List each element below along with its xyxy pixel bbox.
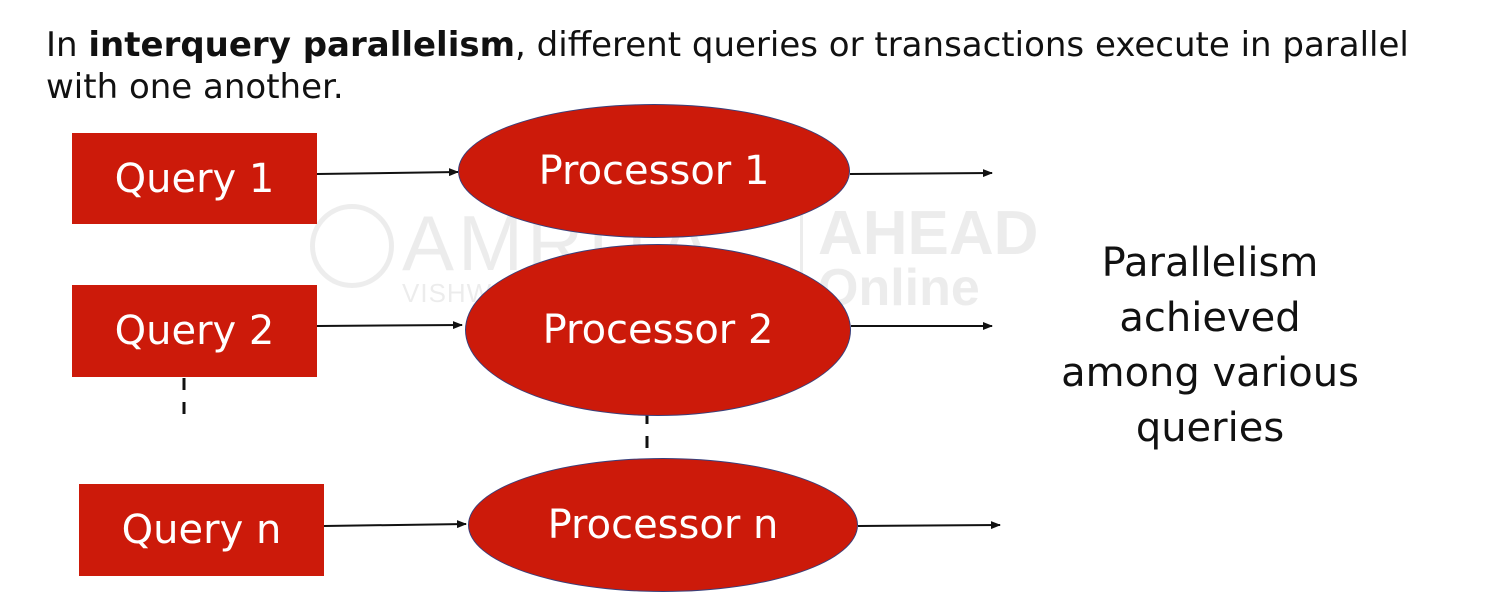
note-line: queries [1135, 405, 1285, 451]
arrow-processorn-out [857, 521, 1001, 530]
arrow-queryn-to-processorn [323, 520, 467, 529]
parallelism-note: Parallelism achieved among various queri… [1040, 236, 1380, 456]
watermark-brand: AHEAD [818, 199, 1039, 268]
university-seal-icon [310, 204, 394, 288]
note-line: among various [1061, 350, 1359, 396]
query-box-1: Query 1 [72, 133, 317, 224]
heading-prefix: In [46, 25, 89, 65]
processor-1: Processor 1 [458, 104, 850, 238]
query-box-n: Query n [79, 484, 324, 576]
arrow-query1-to-processor1 [316, 168, 459, 177]
processor-n: Processor n [468, 458, 858, 592]
slide-heading: In interquery parallelism, different que… [46, 24, 1426, 108]
processor-2: Processor 2 [465, 244, 851, 416]
note-line: achieved [1119, 295, 1301, 341]
watermark-divider [800, 202, 803, 306]
heading-suffix: , different queries or transactions exec… [46, 25, 1409, 107]
query-box-2: Query 2 [72, 285, 317, 377]
arrow-processor1-out [849, 169, 993, 178]
heading-emphasis: interquery parallelism [88, 25, 516, 65]
watermark-brand-online: Online [818, 259, 980, 317]
arrow-query2-to-processor2 [316, 321, 463, 330]
note-line: Parallelism [1101, 240, 1319, 286]
